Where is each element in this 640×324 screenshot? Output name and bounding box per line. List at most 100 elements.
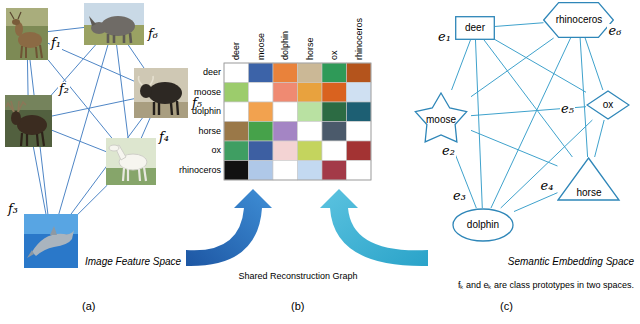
class-shape: e₃dolphin <box>452 208 514 242</box>
matrix-cell <box>224 102 249 122</box>
matrix-cell <box>249 141 274 161</box>
graph-edge <box>48 27 84 31</box>
matrix-cell <box>298 141 323 161</box>
matrix-cell <box>322 63 347 83</box>
graph-edge <box>52 130 106 151</box>
prototype-symbol: f₁ <box>50 36 62 51</box>
matrix-cell <box>347 102 372 122</box>
matrix-cell <box>347 63 372 83</box>
matrix-cell <box>273 161 298 181</box>
column-label: moose <box>256 33 266 60</box>
column-label: deer <box>231 42 241 60</box>
matrix-cell <box>273 102 298 122</box>
matrix-cell <box>298 102 323 122</box>
graph-edge <box>52 99 134 116</box>
column-label: horse <box>305 37 315 60</box>
graph-edge <box>595 120 605 157</box>
prototype-symbol: e₄ <box>539 179 554 194</box>
photo-illustration <box>134 68 188 118</box>
prototype-symbol: e₆ <box>607 24 622 39</box>
panel-letter: (a) <box>82 300 95 313</box>
matrix-cell <box>298 122 323 142</box>
flow-arrow <box>320 189 428 266</box>
prototype-symbol: e₅ <box>560 102 575 117</box>
column-label: rhinoceros <box>354 18 364 60</box>
matrix-cell <box>224 161 249 181</box>
class-name: dolphin <box>467 219 499 231</box>
row-label: horse <box>198 126 221 137</box>
matrix-cell <box>249 102 274 122</box>
panel-letter: (c) <box>500 300 513 313</box>
prototype-symbol: e₁ <box>437 30 452 45</box>
panel-title: Semantic Embedding Space <box>508 256 634 268</box>
graph-edge <box>514 193 557 212</box>
panel-title: Shared Reconstruction Graph <box>238 271 357 282</box>
animal-photo: f₄ <box>106 138 156 185</box>
photo-illustration <box>6 8 48 60</box>
matrix-cell <box>322 83 347 103</box>
prototype-symbol: f₄ <box>158 130 170 145</box>
matrix-cell <box>347 161 372 181</box>
class-shape: e₅ox <box>586 90 630 120</box>
matrix-cell <box>298 63 323 83</box>
matrix-cell <box>249 161 274 181</box>
matrix-cell <box>249 83 274 103</box>
prototype-symbol: f₂ <box>58 82 70 97</box>
prototype-symbol: f₃ <box>7 202 19 217</box>
graph-edge <box>128 45 144 68</box>
matrix-cell <box>224 122 249 142</box>
graph-edge <box>452 40 471 90</box>
graph-edge <box>33 147 46 214</box>
class-name: ox <box>603 99 614 111</box>
graph-edge <box>27 60 29 95</box>
prototype-symbol: f₆ <box>147 27 159 42</box>
matrix-cell <box>347 141 372 161</box>
graph-edge <box>48 60 112 138</box>
graph-edge <box>141 118 150 138</box>
reconstruction-matrix <box>224 63 371 180</box>
matrix-cell <box>322 141 347 161</box>
graph-edge <box>475 40 482 208</box>
animal-photo: f₃ <box>24 214 78 268</box>
matrix-cell <box>273 63 298 83</box>
row-label: rhinoceros <box>179 165 221 176</box>
animal-photo: f₁ <box>6 8 48 60</box>
graph-edge <box>495 23 543 27</box>
matrix-cell <box>322 122 347 142</box>
class-shape: e₄horse <box>557 157 620 201</box>
matrix-cell <box>347 83 372 103</box>
class-name: deer <box>465 22 485 34</box>
class-name: rhinoceros <box>556 14 603 26</box>
row-label: ox <box>211 145 221 156</box>
graph-edge <box>585 38 603 90</box>
graph-edge <box>471 38 554 97</box>
animal-photo: f₅ <box>134 68 188 118</box>
column-label: dolphin <box>280 31 290 60</box>
matrix-cell <box>322 102 347 122</box>
matrix-border <box>224 63 371 180</box>
animal-photo: f₂ <box>5 95 52 147</box>
matrix-cell <box>273 122 298 142</box>
class-shape: e₁deer <box>455 16 495 40</box>
prototype-symbol: e₃ <box>452 189 467 204</box>
matrix-cell <box>249 63 274 83</box>
graph-edge <box>471 130 557 166</box>
row-label: dolphin <box>192 106 221 117</box>
graph-edge <box>580 38 587 157</box>
flow-arrow <box>186 189 272 266</box>
graph-edge <box>491 38 571 208</box>
class-shape: e₆rhinoceros <box>543 2 614 38</box>
class-shape: e₂moose <box>411 90 471 146</box>
graph-edge <box>484 40 572 157</box>
panel-letter: (b) <box>291 300 304 313</box>
matrix-cell <box>224 63 249 83</box>
matrix-cell <box>224 141 249 161</box>
row-label: deer <box>203 67 221 78</box>
matrix-cell <box>224 83 249 103</box>
matrix-cell <box>347 122 372 142</box>
class-name: horse <box>576 187 601 199</box>
matrix-cell <box>298 161 323 181</box>
panel-title: Image Feature Space <box>85 256 181 268</box>
graph-edge <box>59 45 108 214</box>
